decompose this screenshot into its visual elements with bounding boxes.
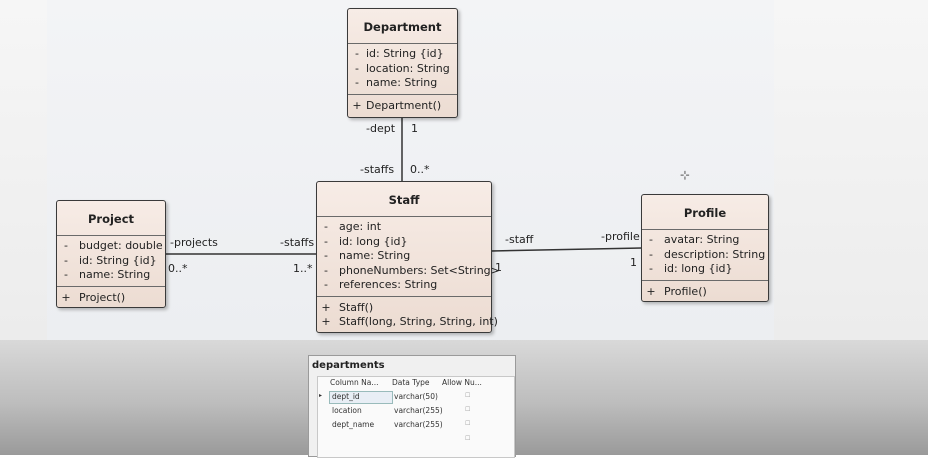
column-header[interactable]: Data Type: [392, 378, 430, 387]
class-name: Department: [363, 20, 442, 34]
column-header[interactable]: Column Na...: [330, 378, 379, 387]
attribute-row: -name: String: [324, 249, 411, 262]
table-cell[interactable]: varchar(255): [394, 420, 443, 429]
operation-row: +Project(): [61, 290, 126, 304]
checkbox[interactable]: ☐: [465, 392, 471, 399]
table-cell[interactable]: varchar(255): [394, 406, 443, 415]
table-cell[interactable]: dept_id: [332, 392, 360, 401]
operations-section: +Project(): [57, 285, 165, 309]
class-department[interactable]: Department -id: String {id} -location: S…: [347, 8, 458, 118]
attribute-row: -budget: double: [64, 239, 163, 252]
database-table-preview[interactable]: departments Column Na... Data Type Allow…: [308, 355, 516, 458]
checkbox[interactable]: ☐: [465, 406, 471, 413]
operations-section: +Profile(): [642, 279, 768, 303]
multiplicity-profile: 1: [630, 256, 637, 269]
operation-row: +Staff(): [321, 300, 374, 314]
attribute-row: -age: int: [324, 220, 382, 233]
role-label-staffs-dept: -staffs: [360, 163, 395, 176]
operations-section: +Staff() +Staff(long, String, String, in…: [317, 295, 498, 333]
attribute-row: -id: long {id}: [649, 262, 733, 275]
move-cursor-icon: ⊹: [680, 168, 691, 182]
attributes-section: -avatar: String -description: String -id…: [642, 229, 768, 280]
row-marker-icon: ▸: [319, 392, 323, 399]
role-label-profile: -profile: [601, 230, 640, 243]
staff-profile-line: [490, 247, 643, 252]
attribute-row: -description: String: [649, 247, 766, 261]
attribute-row: -phoneNumbers: Set<String>: [324, 263, 500, 277]
attribute-row: -id: String {id}: [355, 47, 444, 60]
table-title: departments: [312, 360, 385, 371]
operation-row: +Department(): [352, 98, 442, 112]
multiplicity-dept: 1: [411, 122, 418, 135]
class-name: Project: [87, 212, 135, 226]
attribute-row: -id: String {id}: [64, 253, 157, 267]
attributes-section: -id: String {id} -location: String -name…: [348, 43, 457, 94]
role-label-staff: -staff: [505, 233, 534, 246]
table-cell[interactable]: dept_name: [332, 420, 375, 429]
attribute-row: -name: String: [64, 268, 151, 281]
table-grid: Column Na... Data Type Allow Nu... ▸ dep…: [317, 376, 515, 458]
class-profile[interactable]: Profile -avatar: String -description: St…: [641, 194, 769, 302]
attribute-row: -location: String: [355, 61, 450, 75]
multiplicity-staffs-project: 1..*: [293, 262, 313, 275]
attributes-section: -age: int -id: long {id} -name: String -…: [317, 216, 500, 296]
checkbox[interactable]: ☐: [465, 435, 471, 442]
role-label-projects: -projects: [170, 236, 218, 249]
class-staff[interactable]: Staff -age: int -id: long {id} -name: St…: [316, 181, 500, 333]
operation-row: +Profile(): [646, 284, 707, 298]
attributes-section: -budget: double -id: String {id} -name: …: [57, 235, 165, 286]
class-name: Profile: [683, 206, 727, 220]
role-label-dept: -dept: [366, 122, 396, 135]
attribute-row: -avatar: String: [649, 233, 740, 246]
class-project[interactable]: Project -budget: double -id: String {id}…: [56, 200, 166, 308]
multiplicity-staff: 1: [495, 261, 502, 274]
operation-row: +Staff(long, String, String, int): [321, 315, 498, 328]
attribute-row: -id: long {id}: [324, 234, 408, 248]
multiplicity-staffs-dept: 0..*: [410, 163, 430, 176]
selected-cell: [329, 391, 393, 404]
operations-section: +Department(): [348, 93, 457, 117]
attribute-row: -references: String: [324, 278, 438, 291]
role-label-staffs-project: -staffs: [280, 236, 315, 249]
column-header[interactable]: Allow Nu...: [442, 378, 482, 387]
class-name: Staff: [388, 193, 420, 207]
table-cell[interactable]: location: [332, 406, 362, 415]
table-cell[interactable]: varchar(50): [394, 392, 438, 401]
attribute-row: -name: String: [355, 76, 438, 89]
checkbox[interactable]: ☐: [465, 420, 471, 427]
multiplicity-projects: 0..*: [168, 262, 188, 275]
